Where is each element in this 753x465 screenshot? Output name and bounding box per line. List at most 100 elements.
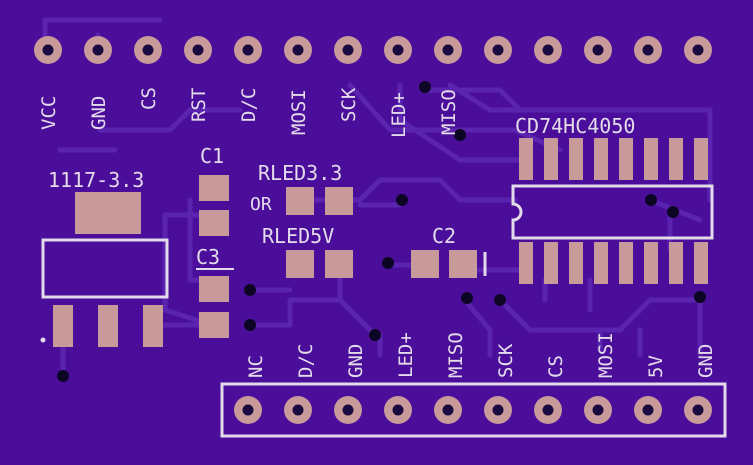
pin-hole	[292, 44, 304, 56]
pin-hole	[592, 44, 604, 56]
pin-label-gnd: GND	[88, 96, 110, 130]
pin-label-miso: MISO	[445, 332, 467, 378]
via	[382, 257, 394, 269]
ic-pad	[669, 242, 683, 284]
regulator-outline	[41, 238, 169, 299]
pin-hole	[242, 404, 254, 416]
pin-hole	[692, 404, 704, 416]
c3-pad	[199, 276, 229, 302]
c1-pad	[199, 210, 229, 236]
ic-pad	[569, 242, 583, 284]
capacitor-c1: C1	[199, 144, 229, 236]
pin-label-mosi: MOSI	[595, 332, 617, 378]
pin-hole	[542, 44, 554, 56]
pin-hole	[642, 44, 654, 56]
regulator-label: 1117-3.3	[48, 168, 144, 192]
pin-hole	[492, 44, 504, 56]
pin1-marker	[40, 337, 46, 343]
pin-label-rst: RST	[188, 88, 210, 122]
via	[645, 194, 657, 206]
bottom-header-labels: NC D/C GND LED+ MISO SCK CS MOSI 5V GND	[245, 332, 717, 378]
bottom-header	[220, 382, 727, 438]
pin-label-dc: D/C	[295, 344, 317, 378]
c3-pad	[199, 312, 229, 338]
via	[494, 294, 506, 306]
regulator: 1117-3.3	[40, 168, 169, 347]
ic-label: CD74HC4050	[515, 114, 635, 138]
ic-pad	[644, 138, 658, 180]
pin-hole	[92, 44, 104, 56]
rled33-pad	[286, 187, 314, 215]
capacitor-c3: C3	[196, 245, 234, 338]
pin-label-gnd-2: GND	[695, 344, 717, 378]
via	[667, 206, 679, 218]
pin-hole	[492, 404, 504, 416]
pin-hole	[642, 404, 654, 416]
ic-pad	[544, 138, 558, 180]
regulator-pin-pad	[53, 305, 73, 347]
ic-pad	[519, 242, 533, 284]
c1-pad	[199, 175, 229, 201]
top-header-labels: VCC GND CS RST D/C MOSI SCK LED+ MISO	[38, 87, 460, 138]
rled5v-pad	[325, 250, 353, 278]
regulator-tab-pad	[75, 192, 141, 234]
capacitor-c2: C2	[411, 224, 487, 278]
pin-label-sck: SCK	[495, 343, 517, 378]
led-resistors: RLED3.3 OR RLED5V	[250, 161, 353, 278]
top-header	[34, 36, 712, 64]
via-layer	[57, 81, 706, 382]
pin-label-dc: D/C	[238, 88, 260, 122]
ic-pad	[569, 138, 583, 180]
pin-label-5v: 5V	[645, 355, 667, 378]
c2-pad	[411, 250, 439, 278]
ic-pad	[594, 242, 608, 284]
pin-label-led-plus: LED+	[395, 332, 417, 378]
pin-hole	[392, 44, 404, 56]
ic-pad	[519, 138, 533, 180]
via	[694, 291, 706, 303]
via	[419, 81, 431, 93]
pin-label-cs: CS	[545, 355, 567, 378]
ic-outline	[511, 184, 714, 240]
ic-pad	[694, 242, 708, 284]
rled33-pad	[325, 187, 353, 215]
ic-pad	[694, 138, 708, 180]
c2-pad	[449, 250, 477, 278]
pin-hole	[142, 44, 154, 56]
bottom-header-outline	[220, 382, 727, 438]
pin-label-sck: SCK	[338, 87, 360, 122]
pin-hole	[592, 404, 604, 416]
ic-pad	[544, 242, 558, 284]
c1-label: C1	[200, 144, 224, 168]
via	[244, 284, 256, 296]
rled5v-pad	[286, 250, 314, 278]
pin-hole	[542, 404, 554, 416]
via	[461, 292, 473, 304]
pin-hole	[292, 404, 304, 416]
pin-label-nc: NC	[245, 355, 267, 378]
pin-label-led-plus: LED+	[388, 92, 410, 138]
pin-hole	[342, 404, 354, 416]
via	[244, 319, 256, 331]
ic-cd74hc4050: CD74HC4050	[511, 114, 714, 284]
rled33-label: RLED3.3	[258, 161, 342, 185]
pin-hole	[42, 44, 54, 56]
pin-label-miso: MISO	[438, 89, 460, 135]
pin-hole	[392, 404, 404, 416]
pin-label-gnd: GND	[345, 344, 367, 378]
regulator-pin-pad	[98, 305, 118, 347]
pin-label-mosi: MOSI	[288, 89, 310, 135]
c3-label: C3	[196, 245, 220, 269]
pin-hole	[442, 44, 454, 56]
pin-hole	[342, 44, 354, 56]
or-label: OR	[250, 194, 272, 215]
pin-label-vcc: VCC	[38, 96, 60, 130]
ic-pad	[619, 242, 633, 284]
pin-hole	[692, 44, 704, 56]
rled5v-label: RLED5V	[262, 224, 334, 248]
pin-hole	[442, 404, 454, 416]
ic-pad	[644, 242, 658, 284]
pin-hole	[192, 44, 204, 56]
regulator-pin-pad	[143, 305, 163, 347]
